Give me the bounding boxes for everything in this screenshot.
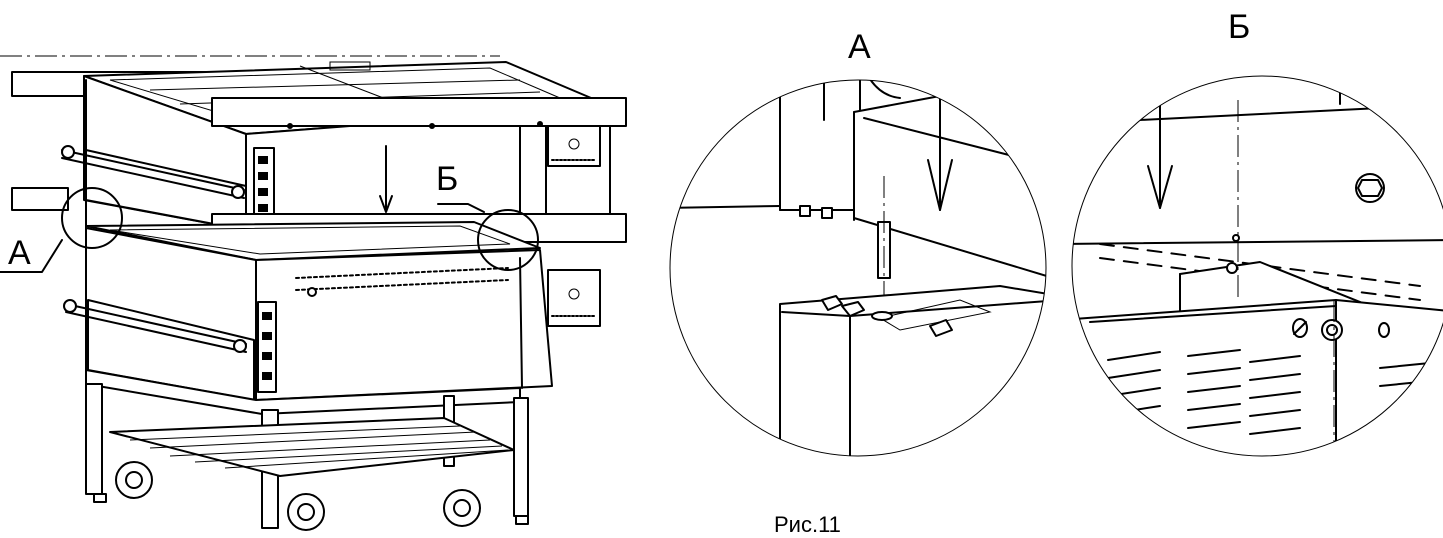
detail-b-label: Б <box>436 160 459 198</box>
detail-a-label: А <box>8 234 31 272</box>
slot-row <box>1099 243 1421 301</box>
vent-slots <box>295 267 509 291</box>
callout-circle-a <box>61 187 123 249</box>
detail-a-view <box>669 79 1047 457</box>
detail-b-title: Б <box>1228 8 1251 46</box>
callout-circle-b <box>477 209 539 271</box>
shelf-slats <box>129 425 509 469</box>
caster-wheels <box>93 461 529 531</box>
oven-assembly <box>0 55 627 531</box>
detail-b-view <box>1071 75 1443 457</box>
detail-a-title: А <box>848 28 871 66</box>
figure-caption: Рис.11 <box>774 512 841 537</box>
